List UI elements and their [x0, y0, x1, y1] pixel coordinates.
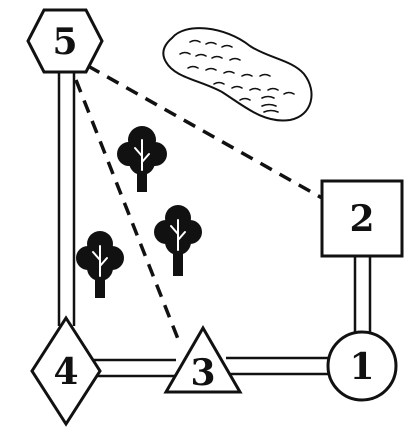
node-1-label: 1	[349, 346, 374, 388]
road-4-5	[57, 70, 76, 326]
node-5-label: 5	[52, 21, 77, 63]
tree-icon	[154, 205, 202, 276]
node-2-label: 2	[349, 198, 374, 240]
lake-icon	[162, 27, 313, 122]
node-2-square: 2	[320, 179, 404, 258]
tree-icon	[76, 231, 124, 298]
node-4-label: 4	[53, 351, 78, 393]
node-3-triangle: 3	[163, 325, 243, 394]
tree-icon	[117, 126, 167, 192]
node-1-circle: 1	[326, 330, 398, 402]
road-3-1	[226, 356, 328, 376]
node-4-diamond: 4	[30, 315, 102, 427]
node-5-hexagon: 5	[26, 8, 104, 74]
trail-5-2	[87, 64, 323, 200]
road-4-3	[94, 358, 176, 378]
road-1-2	[353, 256, 372, 334]
trail-5-3	[74, 79, 182, 345]
node-3-label: 3	[190, 352, 215, 394]
